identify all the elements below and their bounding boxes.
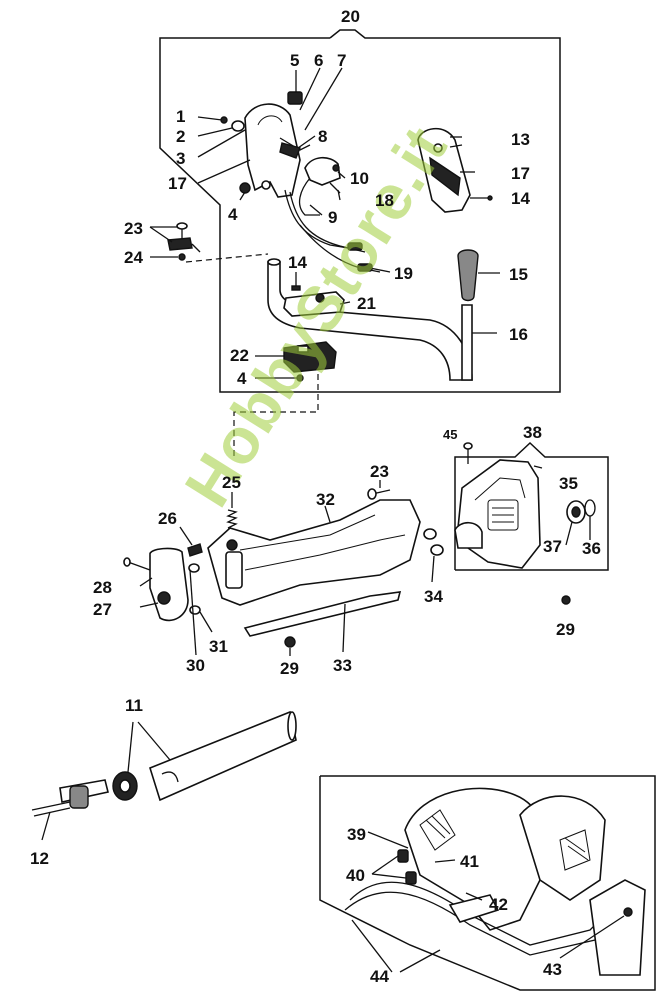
part-32-main-frame — [207, 499, 421, 606]
callout-16: 16 — [509, 325, 528, 344]
callout-14-clamp: 14 — [288, 253, 307, 272]
part-33-plate — [243, 591, 402, 653]
part-40-buckles — [371, 849, 417, 885]
part-19-wire-harness — [284, 189, 391, 273]
part-25-spring — [226, 492, 238, 529]
part-29-nut-right — [561, 595, 571, 605]
callout-32: 32 — [316, 490, 335, 509]
callout-19: 19 — [394, 264, 413, 283]
part-39-clip — [367, 831, 409, 849]
part-1-screw — [197, 116, 228, 124]
part-42-pad — [448, 892, 500, 923]
part-2-washer — [197, 120, 245, 137]
callout-36: 36 — [582, 539, 601, 558]
part-15-grip — [457, 249, 500, 302]
part-35-pin — [533, 465, 543, 469]
part-8-lever — [279, 135, 316, 159]
part-27-end-cap — [139, 547, 189, 622]
callout-8: 8 — [318, 127, 328, 146]
connector-dashed — [233, 374, 319, 460]
callout-22: 22 — [230, 346, 249, 365]
part-6-7-wires — [279, 67, 343, 151]
callout-15: 15 — [509, 265, 528, 284]
callout-23-top: 23 — [124, 219, 143, 238]
callout-1: 1 — [176, 107, 186, 126]
part-17-handle-shell-right — [417, 127, 493, 213]
callout-40: 40 — [346, 866, 365, 885]
harness-assembly-frame — [319, 775, 656, 991]
callout-37: 37 — [543, 537, 562, 556]
callout-13: 13 — [511, 130, 530, 149]
part-17-handle-shell-left — [197, 103, 301, 198]
part-10-trigger — [304, 156, 346, 186]
callout-17-right: 17 — [511, 164, 530, 183]
callout-18: 18 — [375, 191, 394, 210]
callout-41: 41 — [460, 852, 479, 871]
callout-35: 35 — [559, 474, 578, 493]
part-26-washer — [179, 526, 203, 557]
handle-assembly-frame — [159, 29, 561, 393]
part-18-pin — [329, 182, 341, 201]
callout-6: 6 — [314, 51, 324, 70]
callout-26: 26 — [158, 509, 177, 528]
callout-3: 3 — [176, 149, 186, 168]
housing-assembly-frame — [454, 441, 609, 571]
callout-20: 20 — [341, 7, 360, 26]
part-24-nut — [150, 253, 269, 263]
callout-42: 42 — [489, 895, 508, 914]
part-29-nut-left — [284, 636, 296, 656]
part-9-cable — [298, 177, 323, 216]
part-23-bolt — [367, 480, 391, 500]
part-28-screw — [123, 557, 153, 587]
part-45-screw — [463, 442, 473, 464]
callout-27: 27 — [93, 600, 112, 619]
callout-31: 31 — [209, 637, 228, 656]
callout-21: 21 — [357, 294, 376, 313]
callout-17-left: 17 — [168, 174, 187, 193]
callout-43: 43 — [543, 960, 562, 979]
part-12-drive-shaft — [31, 779, 109, 841]
callout-28: 28 — [93, 578, 112, 597]
part-21-clamp-upper — [283, 291, 351, 317]
callout-5: 5 — [290, 51, 300, 70]
part-44-leaders — [351, 919, 441, 973]
part-36-circlip — [584, 499, 596, 540]
part-22-clamp-lower — [255, 341, 337, 373]
part-4-nut-bottom — [255, 374, 304, 382]
callout-30: 30 — [186, 656, 205, 675]
part-4-nut-top — [239, 182, 251, 201]
callout-39: 39 — [347, 825, 366, 844]
part-16-handlebar — [267, 258, 497, 381]
callout-4-top: 4 — [228, 205, 238, 224]
part-14-screw-clamp — [291, 272, 301, 291]
part-3-shell — [197, 129, 246, 158]
callout-23-mid: 23 — [370, 462, 389, 481]
callout-10: 10 — [350, 169, 369, 188]
part-34-bushings — [423, 528, 444, 583]
callout-14-right: 14 — [511, 189, 530, 208]
callout-44: 44 — [370, 967, 389, 986]
part-5-switch — [287, 70, 303, 105]
callout-2: 2 — [176, 127, 186, 146]
callout-4-bottom: 4 — [237, 369, 247, 388]
callout-7: 7 — [337, 51, 347, 70]
callout-25: 25 — [222, 473, 241, 492]
part-23-bracket — [149, 222, 201, 253]
callout-38: 38 — [523, 423, 542, 442]
part-31-bushing — [188, 563, 213, 633]
callout-29-left: 29 — [280, 659, 299, 678]
callout-12: 12 — [30, 849, 49, 868]
callout-34: 34 — [424, 587, 443, 606]
part-11-drive-tube — [112, 710, 297, 802]
callout-9: 9 — [328, 208, 338, 227]
callout-11: 11 — [125, 696, 143, 715]
callout-29-right: 29 — [556, 620, 575, 639]
callout-45: 45 — [443, 427, 458, 442]
callout-33: 33 — [333, 656, 352, 675]
part-30-sleeve — [189, 569, 197, 656]
callout-24: 24 — [124, 248, 143, 267]
part-41-hook — [434, 859, 456, 863]
